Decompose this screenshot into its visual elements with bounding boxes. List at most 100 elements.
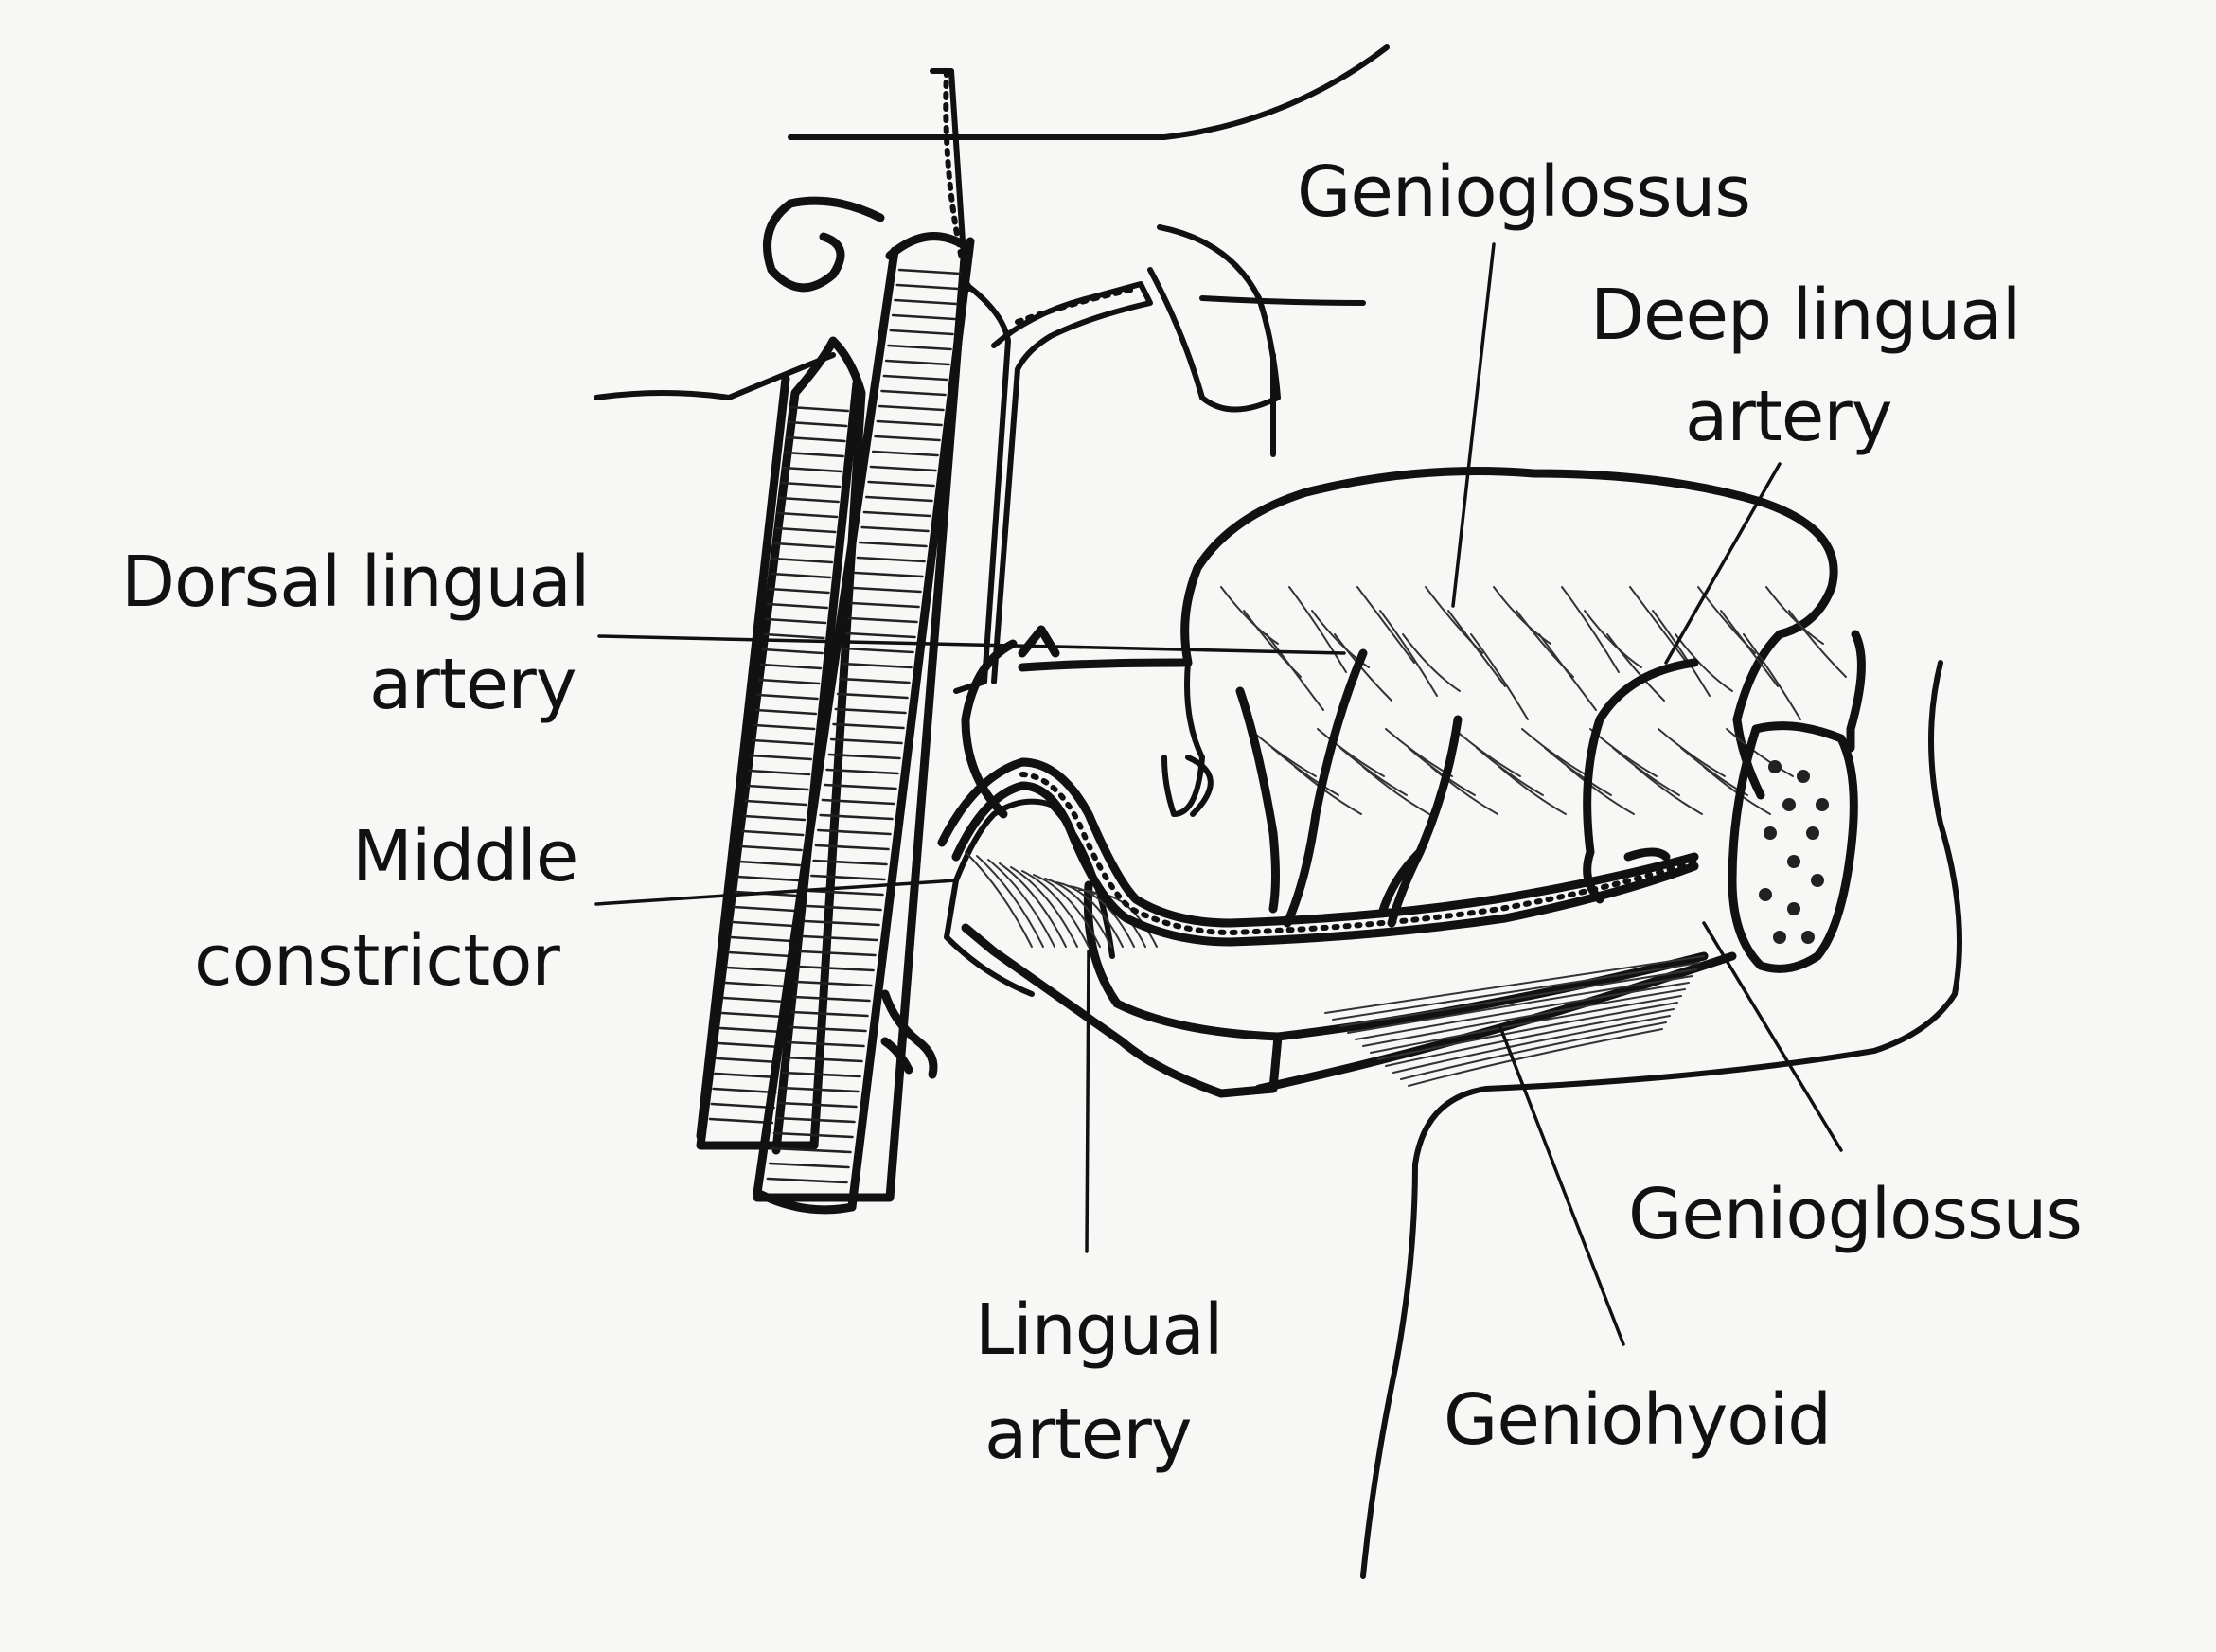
striation: [1271, 747, 1339, 796]
striation: [1385, 728, 1453, 777]
hatch-line: [772, 1131, 854, 1139]
bone-dot: [1782, 798, 1796, 811]
hatch-line: [788, 1025, 867, 1033]
lingual-artery-tube: [937, 757, 1699, 947]
hatch-line: [714, 1072, 779, 1079]
hatch-line: [766, 1177, 848, 1184]
hatch-line: [720, 1011, 786, 1019]
hatch-line: [710, 1102, 775, 1110]
hatch-line: [825, 768, 899, 775]
hatch-line: [816, 828, 892, 836]
striation: [1332, 962, 1701, 1021]
hatch-line: [790, 1010, 869, 1018]
striation: [999, 862, 1067, 948]
bone-dot: [1801, 931, 1815, 944]
hatch-line: [748, 769, 811, 776]
striation: [1544, 747, 1612, 796]
hatch-line: [753, 723, 816, 731]
labels: Genioglossus Deep lingual artery Dorsal …: [121, 151, 2083, 1475]
striation: [1324, 955, 1705, 1014]
label-middle-constrictor-2: constrictor: [194, 920, 560, 1002]
leader-deep-lingual: [1664, 462, 1782, 665]
hatch-line: [712, 1087, 777, 1094]
hatch-line: [812, 859, 888, 866]
striation: [1408, 747, 1476, 796]
striation: [1788, 610, 1847, 678]
upper-right-line: [1199, 295, 1366, 306]
striation: [976, 855, 1044, 948]
styloid-outline: [1147, 224, 1281, 413]
hatch-line: [785, 435, 846, 443]
hatch-line: [884, 359, 950, 366]
hatch-line: [761, 648, 824, 655]
striation: [1220, 586, 1279, 645]
hatch-line: [776, 511, 839, 519]
hatch-line: [829, 737, 903, 745]
striation: [1675, 633, 1733, 692]
hatch-line: [742, 814, 807, 822]
hatch-line: [806, 904, 882, 912]
striation: [965, 851, 1033, 948]
bone-dot: [1759, 888, 1772, 901]
striation: [1447, 610, 1506, 687]
hatch-line: [794, 980, 873, 987]
hatch-line: [736, 875, 800, 882]
bone-dot: [1768, 760, 1782, 773]
hatch-line: [894, 298, 958, 306]
hatch-line: [823, 783, 897, 790]
striation: [1339, 968, 1697, 1027]
hatch-line: [756, 693, 819, 701]
small-descending-vessel: [880, 989, 938, 1079]
hatch-line: [792, 995, 871, 1003]
leader-middle-constrictor: [594, 879, 958, 906]
leader-geniohyoid: [1498, 1025, 1625, 1346]
hatch-line: [864, 495, 933, 503]
hatch-line: [744, 799, 807, 807]
striation: [1493, 586, 1551, 645]
hatch-line: [895, 283, 960, 291]
hatch-line: [878, 404, 945, 412]
leader-lingual-artery: [1085, 950, 1090, 1253]
label-geniohyoid: Geniohyoid: [1444, 1379, 1831, 1461]
hatch-line: [781, 1071, 861, 1078]
bone-dot: [1797, 770, 1810, 783]
hatch-line: [841, 662, 913, 669]
skull-base-line: [788, 44, 1390, 140]
striation: [1720, 610, 1779, 687]
hatch-line: [871, 450, 939, 457]
leader-genioglossus-bottom: [1702, 921, 1843, 1152]
internal-carotid: [753, 232, 975, 1215]
hatch-line: [717, 1041, 782, 1049]
striation: [1635, 766, 1703, 815]
hatch-line: [763, 632, 825, 640]
striation: [1294, 766, 1362, 815]
hatch-line: [751, 738, 814, 746]
striation: [1370, 995, 1682, 1054]
hatch-line: [849, 601, 920, 609]
striation: [1567, 766, 1635, 815]
hatch-line: [787, 420, 848, 428]
hatch-line: [765, 617, 827, 625]
hyoid-geniohyoid: [961, 880, 1737, 1098]
hatch-line: [887, 344, 952, 351]
hatch-line: [845, 631, 916, 639]
label-deep-lingual-2: artery: [1685, 376, 1892, 457]
hatch-line: [778, 496, 840, 504]
striation: [1430, 766, 1498, 815]
hatch-line: [771, 557, 834, 564]
hatch-line: [809, 874, 886, 881]
hatch-line: [757, 678, 821, 685]
hatch-line: [814, 844, 890, 851]
hatch-line: [867, 480, 935, 488]
tongue-outline: [1180, 467, 1838, 800]
striation: [1266, 633, 1324, 711]
hatch-line: [782, 466, 843, 473]
hatch-line: [754, 708, 818, 716]
striation: [987, 859, 1055, 948]
hatch-line: [715, 1057, 781, 1064]
striation: [1379, 610, 1438, 697]
striation: [1606, 633, 1665, 702]
hatch-line: [847, 616, 918, 624]
hatch-line: [876, 419, 943, 427]
